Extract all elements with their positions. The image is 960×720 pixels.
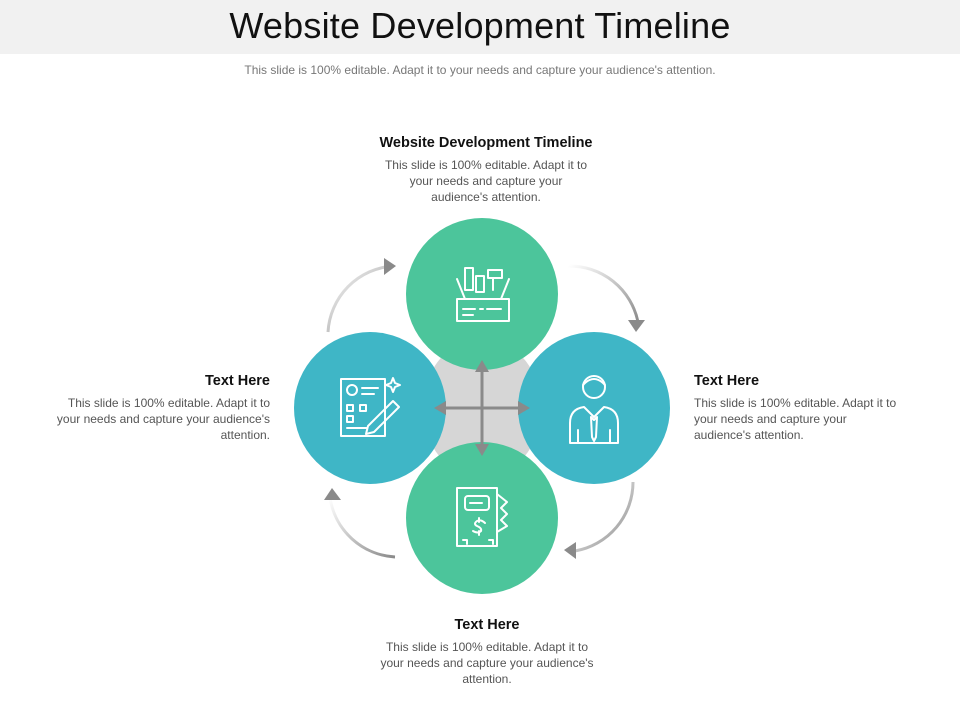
circle-left: [294, 332, 446, 484]
page-subtitle: This slide is 100% editable. Adapt it to…: [244, 63, 716, 77]
businessman-icon: [569, 375, 619, 444]
node-top-heading: Website Development Timeline: [379, 135, 593, 151]
arc-arrow-top-left: [326, 258, 396, 333]
circle-top: [406, 218, 558, 370]
arc-arrow-top-right: [567, 264, 645, 332]
arc-arrow-bottom-right: [564, 481, 635, 559]
node-right-body: This slide is 100% editable. Adapt it to…: [694, 396, 897, 442]
checklist-pen-icon: [340, 377, 401, 437]
node-top-body: This slide is 100% editable. Adapt it to…: [384, 158, 588, 204]
center-cross-arrows: [434, 360, 530, 456]
node-left-text: Text Here This slide is 100% editable. A…: [50, 373, 270, 443]
circle-bottom: [406, 442, 558, 594]
title-bar: [0, 0, 960, 54]
node-left-heading: Text Here: [204, 373, 270, 389]
page-title: Website Development Timeline: [229, 5, 731, 46]
node-right-heading: Text Here: [694, 373, 760, 389]
node-bottom-text: Text Here This slide is 100% editable. A…: [375, 617, 599, 687]
invoice-icon: [456, 487, 508, 547]
node-top-text: Website Development Timeline This slide …: [363, 135, 609, 205]
circle-right: [518, 332, 670, 484]
arc-arrow-bottom-left: [324, 488, 396, 559]
node-bottom-heading: Text Here: [454, 617, 520, 633]
node-right-text: Text Here This slide is 100% editable. A…: [694, 373, 904, 443]
node-bottom-body: This slide is 100% editable. Adapt it to…: [380, 640, 594, 686]
toolbox-icon: [456, 267, 510, 322]
node-left-body: This slide is 100% editable. Adapt it to…: [56, 396, 270, 442]
